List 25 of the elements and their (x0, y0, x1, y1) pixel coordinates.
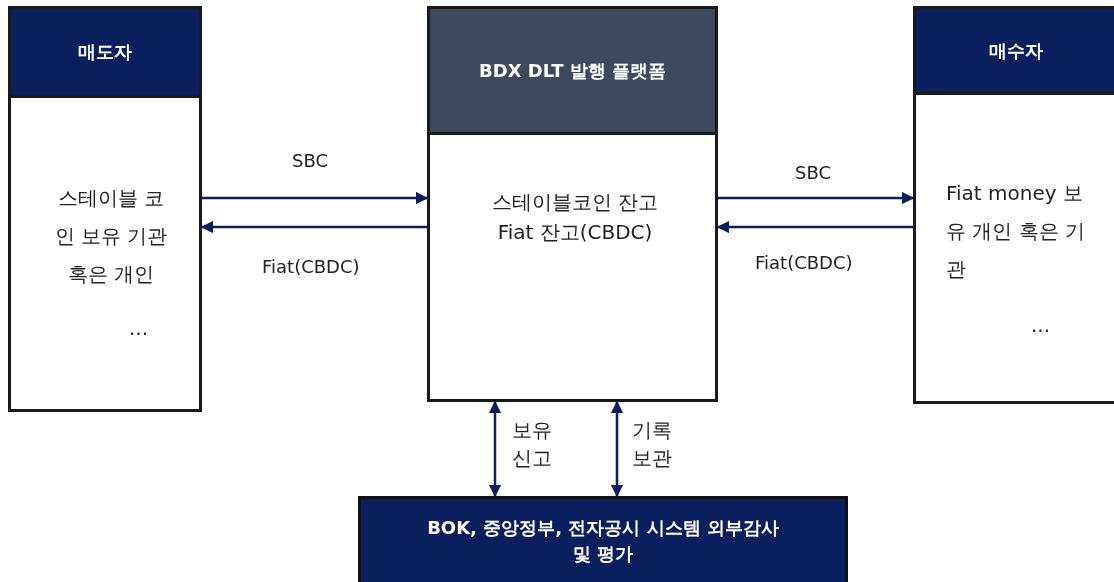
body-text: 스테이블코인 잔고 Fiat 잔고(CBDC) (490, 189, 660, 246)
edge-label: SBC (292, 149, 329, 173)
edge-label: Fiat(CBDC) (755, 251, 853, 275)
ellipsis-text: ... (129, 315, 149, 342)
body-text: Fiat money 보유 개인 혹은 기관 (946, 180, 1087, 283)
edge-label: 보유 신고 (512, 417, 553, 472)
participant-box (913, 6, 1114, 404)
participant-box (427, 6, 718, 402)
box-title: BOK, 중앙정부, 전자공시 시스템 외부감사 및 평가 (426, 516, 780, 566)
arrow (610, 400, 624, 498)
body-text: 스테이블 코 인 보유 기관 혹은 개인 (53, 185, 169, 288)
arrow (716, 220, 913, 234)
edge-label: 기록 보관 (632, 417, 673, 472)
edge-label: SBC (795, 161, 832, 185)
authority-box (358, 496, 848, 582)
edge-label: Fiat(CBDC) (262, 255, 360, 279)
header-band: 매수자 (916, 9, 1114, 95)
arrow (202, 191, 429, 205)
ellipsis-text: ... (1031, 312, 1051, 339)
header-band: BDX DLT 발행 플랫폼 (430, 9, 715, 135)
participant-box (8, 6, 202, 412)
arrow (488, 400, 502, 498)
arrow (718, 191, 915, 205)
arrow (200, 220, 427, 234)
header-band: 매도자 (11, 9, 199, 98)
